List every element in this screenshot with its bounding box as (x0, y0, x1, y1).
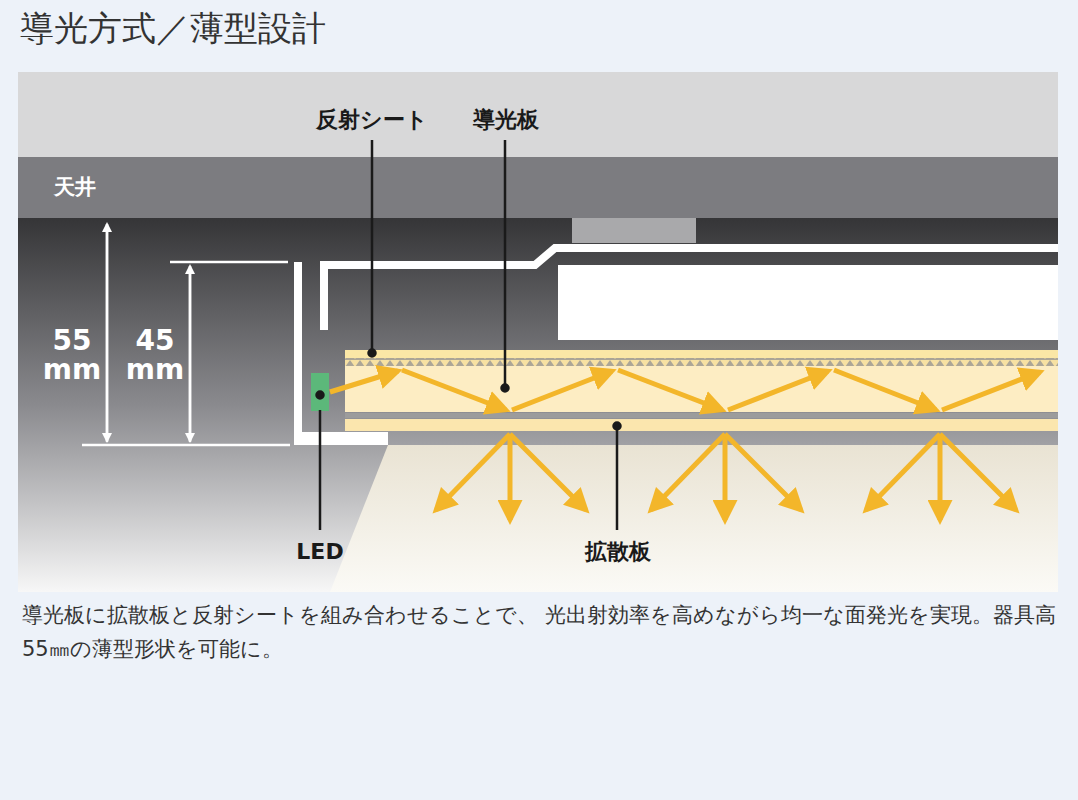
part-label: 拡散板 (585, 540, 651, 563)
title: 導光方式／薄型設計 (20, 6, 326, 50)
part-label: LED (296, 540, 343, 563)
dimension-label: 55 mm (41, 326, 103, 385)
part-label: 導光板 (473, 108, 539, 131)
part-label: 反射シート (316, 108, 428, 131)
caption: 導光板に拡散板と反射シートを組み合わせることで、 光出射効率を高めながら均一な面… (22, 598, 1062, 666)
ceiling-label: 天井 (54, 176, 96, 198)
dimension-label: 45 mm (124, 326, 186, 385)
